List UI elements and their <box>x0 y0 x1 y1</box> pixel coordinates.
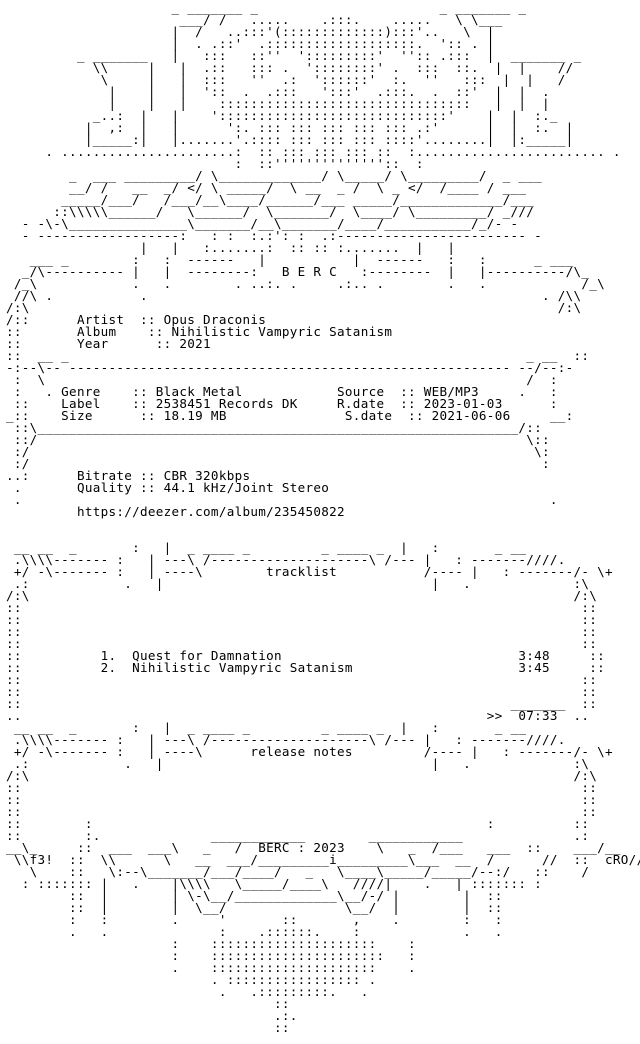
nfo-line: /:\ /:\ <box>6 588 598 603</box>
nfo-line: .. >> 07:33 .. <box>6 708 590 723</box>
nfo-line: |_____:| |.......'.:::: ::: ::: ::: ::::… <box>6 132 574 147</box>
nfo-line: ..: Bitrate :: CBR 320kbps :.. <box>6 468 640 483</box>
nfo-line: . ::::::::::::::::: . <box>6 972 377 987</box>
nfo-line: \\ | | .:: ::: . '::::::::' . ::: ::. | … <box>6 60 574 75</box>
nfo-line: | / ..:::'(:::::::::::::):::'.. \ | <box>6 24 495 39</box>
nfo-line: - ------------------: : : :.:': : .:----… <box>6 228 542 243</box>
nfo-line: :: __ _ _ __ :: <box>6 348 590 363</box>
nfo-line: _/\---------- | | --------: B E R C :---… <box>6 264 590 279</box>
nfo-line: : ::'''''''''''''':: : <box>6 156 424 171</box>
nfo-line: :: :: <box>6 636 598 651</box>
nfo-line: :: 1. Quest for Damnation 3:48 :: <box>6 648 606 663</box>
nfo-line: __ __ _ : | _ ____ _ _ ____ _ | : _ __ <box>6 720 527 735</box>
nfo-line: +/ -\------- : | ----\ tracklist /---- |… <box>6 564 613 579</box>
nfo-line: _ _______ | ::: ::'' ':::::::::' '':: .:… <box>6 48 582 63</box>
nfo-line: //\ . . . /\\ <box>6 288 582 303</box>
nfo-line: .\\\\------- : | ---\ /-----------------… <box>6 552 566 567</box>
nfo-line: +/ -\------- : | ----\ release notes /--… <box>6 744 613 759</box>
nfo-line: : . Genre :: Black Metal Source :: WEB/M… <box>6 384 558 399</box>
nfo-line: :: | | \__/ \__/ | | :: <box>6 900 503 915</box>
nfo-line: . . <box>6 492 558 507</box>
nfo-line: | | | :::::::::::::::::::::::::::::::: |… <box>6 96 550 111</box>
nfo-line: ::/ \:: <box>6 432 550 447</box>
nfo-line: /_\ . . . ..:. . .:.. . . . /_\ <box>6 276 606 291</box>
nfo-line: :: | | \-\__/_____________\__/-/ | | :: <box>6 888 503 903</box>
nfo-line: : ::::::::::::::::::::: : <box>6 936 416 951</box>
nfo-line: ___ _ : : ------ | | ------ : : _ ___ <box>6 252 574 267</box>
nfo-line: \ | | ::: '' .: '::::::' :. '' ::: | | / <box>6 72 566 87</box>
nfo-line: . .:::::::::. . <box>6 984 369 999</box>
nfo-line: - -\-\_______________\_______/__\_______… <box>6 216 519 231</box>
nfo-line: . ::::::::::::::::::::: . <box>6 960 416 975</box>
nfo-line: ::\_____________________________________… <box>6 420 542 435</box>
nfo-line: _ ___ _________/ \_____________/ \_____/… <box>6 168 542 183</box>
nfo-line: :/ : <box>6 456 550 471</box>
nfo-line: . . : .::::::. : . . <box>6 924 503 939</box>
nfo-line: \ :: \:--\_______/___/____/ _ \____\____… <box>6 864 590 879</box>
nfo-line: :: 2. Nihilistic Vampyric Satanism 3:45 … <box>6 660 606 675</box>
nfo-line: /:: Artist :: Opus Draconis ::\ <box>6 312 640 327</box>
nfo-line: :: :: <box>6 624 598 639</box>
nfo-line: \\f3! :: \\ \ __ ___/_________i_________… <box>6 852 640 867</box>
nfo-line: .: . | | . :\ <box>6 756 590 771</box>
nfo-line: _ _______ _ _ _______ _ <box>6 0 527 15</box>
nfo-line: __\_ :: ___ ___\ _ / BERC : 2023 \ _ /__… <box>6 840 621 855</box>
nfo-line: :: :: <box>6 792 598 807</box>
nfo-line: : : . ' :: , . : : <box>6 912 503 927</box>
nfo-line: :: Album :: Nihilistic Vampyric Satanism… <box>6 324 640 339</box>
nfo-line: :/ \: <box>6 444 550 459</box>
nfo-line: :: Year :: 2021 :: <box>6 336 211 351</box>
nfo-line: . Quality :: 44.1 kHz/Joint Stereo : <box>6 480 640 495</box>
nfo-line: . <box>6 1032 290 1042</box>
nfo-line: :: : : :: <box>6 816 590 831</box>
nfo-line: -:--\-- --------------------------------… <box>6 360 574 375</box>
nfo-line: :: :: <box>6 804 598 819</box>
nfo-line: :: :: <box>6 684 598 699</box>
nfo-line: : :::::::::::::::::::::: : <box>6 948 416 963</box>
nfo-line: :: :: <box>6 600 598 615</box>
nfo-line: ___/ / ..... .:::. ..... \ \___ <box>6 12 503 27</box>
nfo-line: :: <box>6 996 290 1011</box>
nfo-line: : \ / : <box>6 372 558 387</box>
nfo-line: | . .::' .:::::::::::::::::::. ':: . | <box>6 36 495 51</box>
nfo-line: .: . | | . :\ <box>6 576 590 591</box>
nfo-line: : ::::::: | . |\\\\ \_____/____\ ////| .… <box>6 876 542 891</box>
nfo-line: _____/___/ /___/__\____/______/___ _____… <box>6 192 535 207</box>
nfo-line: __ __ _ : | _ ____ _ _ ____ _ | : _ __ <box>6 540 527 555</box>
nfo-line: :: :: <box>6 612 598 627</box>
nfo-line: . ......................: :: ::: ::: :::… <box>6 144 621 159</box>
nfo-line: :: :: <box>6 672 598 687</box>
nfo-line: _..: | | ':::::::::::::::::::::::::::::'… <box>6 108 558 123</box>
nfo-line: ::\\\\\______/ \______/ \_______/ \____/… <box>6 204 535 219</box>
nfo-line: .\\\\------- : | ---\ /-----------------… <box>6 732 566 747</box>
nfo-line: | ,: | | ':. ::: ::: ::: ::: ::: .:' | |… <box>6 120 574 135</box>
nfo-line: :: Label :: 2538451 Records DK R.date ::… <box>6 396 558 411</box>
nfo-line <box>6 518 640 530</box>
nfo-line: :: :: <box>6 780 598 795</box>
nfo-line: | | | ':: . .::: ':::' .:::. . ::' | | . <box>6 84 550 99</box>
nfo-line: /:\ /:\ <box>6 768 598 783</box>
nfo-line: :: :. ____________ ____________ .: :: <box>6 828 640 843</box>
nfo-line: _:: Size :: 18.19 MB S.date :: 2021-06-0… <box>6 408 574 423</box>
nfo-line: :: <box>6 1020 290 1035</box>
nfo-line: :: _______ :: <box>6 696 598 711</box>
nfo-line: __/ / __ _/ </ \ _____/ \ __ _ / \ _ </ … <box>6 180 527 195</box>
nfo-line: .:. <box>6 1008 298 1023</box>
nfo-line: | | :.......: :: :: :....... | | <box>6 240 456 255</box>
nfo-line: https://deezer.com/album/235450822 <box>6 504 550 519</box>
nfo-line: /:\ /:\ <box>6 300 582 315</box>
